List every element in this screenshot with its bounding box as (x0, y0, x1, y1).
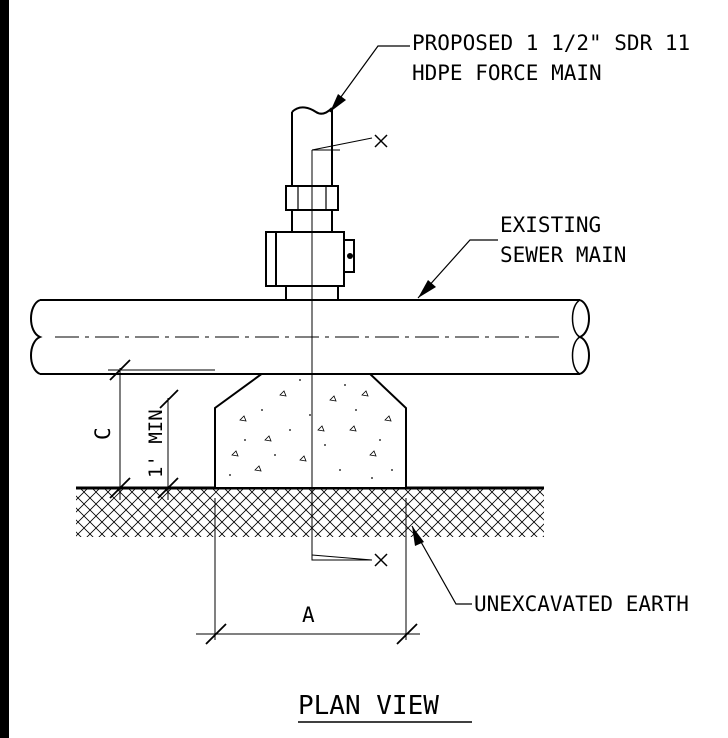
section-mark-top-x (374, 134, 388, 148)
label-dim-1ft-min: 1' MIN (145, 409, 167, 478)
leader-unexcavated (411, 525, 472, 605)
label-dim-c: C (91, 427, 115, 440)
section-leader-bottom (311, 554, 373, 561)
earth-hatch (76, 489, 544, 537)
label-existing-line1: EXISTING (500, 213, 601, 237)
leader-sewer-main (417, 239, 498, 299)
label-existing-line2: SEWER MAIN (500, 243, 626, 267)
section-leader-top (311, 137, 373, 151)
existing-sewer-main (30, 299, 590, 375)
dimension-a (196, 498, 420, 645)
section-mark-bottom-x (374, 553, 388, 567)
view-title: PLAN VIEW (298, 691, 439, 721)
label-dim-a: A (302, 603, 315, 627)
section-cut-line (311, 150, 372, 561)
force-main-pipe (265, 106, 355, 301)
dimension-c (108, 359, 215, 500)
label-force-main-line1: PROPOSED 1 1/2" SDR 11 (412, 31, 690, 55)
thrust-block (214, 353, 407, 489)
leader-force-main (329, 45, 410, 113)
dimension-1ft-min (157, 389, 179, 500)
label-force-main-line2: HDPE FORCE MAIN (412, 61, 602, 85)
label-unexcavated-earth: UNEXCAVATED EARTH (474, 592, 689, 616)
sheet-border (0, 0, 9, 738)
